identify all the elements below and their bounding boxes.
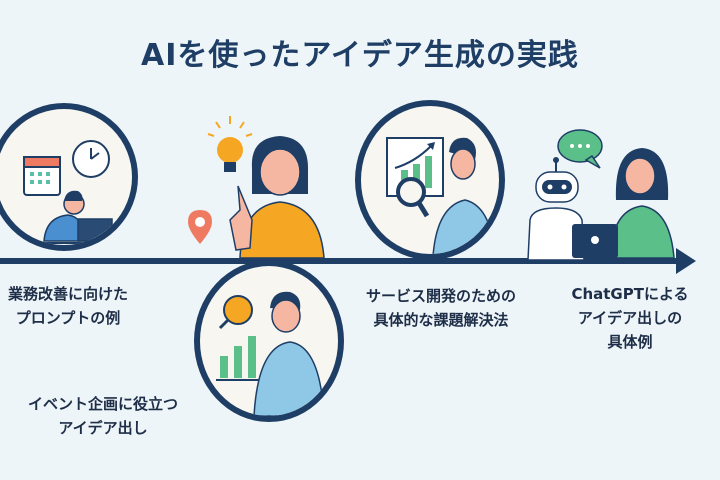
lightbulb-icon xyxy=(207,116,253,172)
magnifier-icon xyxy=(396,177,430,218)
step2-label: イベント企画に役立つ アイデア出し xyxy=(28,395,179,437)
robot-icon xyxy=(527,157,585,260)
step1-label: 業務改善に向けた プロンプトの例 xyxy=(8,285,129,327)
step4-label: ChatGPTによる アイデア出しの 具体例 xyxy=(571,285,689,351)
clock-icon xyxy=(72,140,110,178)
chat-bubble-icon xyxy=(557,129,603,169)
man-analyzing-icon xyxy=(386,137,496,254)
step3-label: サービス開発のための 具体的な課題解決法 xyxy=(366,287,517,329)
page-title: AIを使ったアイデア生成の実践 xyxy=(141,38,579,73)
calendar-icon xyxy=(23,156,61,196)
step3-illustration xyxy=(355,100,505,260)
man-presenting-icon xyxy=(216,291,325,416)
location-pin-icon xyxy=(188,210,212,244)
person-laptop-icon xyxy=(16,140,126,244)
timeline-arrow-icon xyxy=(676,248,696,274)
step1-illustration xyxy=(0,103,138,251)
magnifier-icon xyxy=(218,295,253,330)
step2-illustration xyxy=(194,260,344,422)
woman-pointing-icon xyxy=(188,116,325,259)
growth-chart-board-icon xyxy=(386,137,444,197)
woman-laptop-icon xyxy=(527,129,675,260)
bar-chart-icon xyxy=(220,336,256,378)
timeline-line xyxy=(0,258,680,264)
